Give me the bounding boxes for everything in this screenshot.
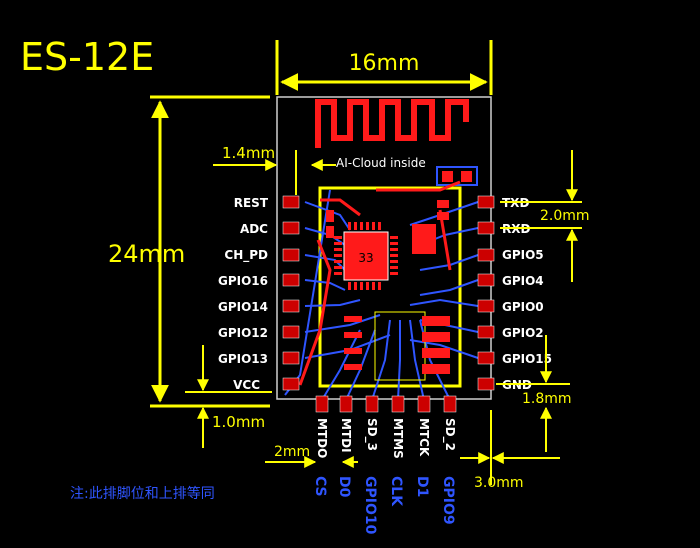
left-pin-label: ADC <box>240 222 268 236</box>
dim-right-bottom <box>496 335 570 452</box>
left-pin-label: GPIO13 <box>218 352 268 366</box>
left-pin-label: CH_PD <box>224 248 268 263</box>
smd-1 <box>326 210 334 222</box>
left-pin-label: GPIO16 <box>218 274 268 288</box>
left-pin-label: GPIO12 <box>218 326 268 340</box>
bottom-alt-label: D1 <box>414 476 430 497</box>
dim-pitch-label: 2.0mm <box>540 208 590 224</box>
module-outline <box>276 96 492 400</box>
right-pin-label: GPIO5 <box>502 248 544 262</box>
right-pin-label: GPIO15 <box>502 352 552 366</box>
bottom-alt-label: D0 <box>336 476 352 498</box>
bottom-pin-label: SD_3 <box>364 418 379 451</box>
antenna-trace <box>315 99 469 148</box>
left-pads <box>282 195 300 391</box>
ufl-outline <box>436 166 478 186</box>
dim-width <box>275 40 493 95</box>
dim-pitch <box>500 150 582 282</box>
right-pads <box>477 195 495 391</box>
crystal <box>412 224 436 254</box>
esp-chip <box>343 231 389 281</box>
dim-bottom-offset-label: 1.0mm <box>212 413 265 431</box>
dim-height <box>150 95 270 408</box>
flash-chip <box>344 311 450 381</box>
dim-bottom-offset <box>185 345 272 448</box>
chip-pins <box>334 222 398 290</box>
bottom-pin-label: MTDO <box>315 418 329 458</box>
right-pin-label: GPIO2 <box>502 326 544 340</box>
left-pin-label: REST <box>234 196 269 210</box>
left-pin-label: VCC <box>233 378 260 392</box>
bottom-pin-label: MTMS <box>391 418 405 459</box>
left-pin-label: GPIO14 <box>218 300 268 314</box>
ufl-pad-2 <box>461 171 472 182</box>
bottom-pin-label: MTDI <box>339 418 353 453</box>
smd-3 <box>437 200 449 208</box>
smd-2 <box>326 226 334 238</box>
bottom-pin-label: SD_2 <box>442 418 457 451</box>
bottom-alt-label: GPIO10 <box>362 476 378 535</box>
bottom-pin-label: MTCK <box>417 418 431 457</box>
dim-bottom-right <box>460 410 560 485</box>
right-pin-label: GPIO0 <box>502 300 544 314</box>
dim-bottom-right-label: 3.0mm <box>474 475 524 491</box>
dim-right-bottom-label: 1.8mm <box>522 391 572 407</box>
bottom-alt-label: CS <box>312 476 328 497</box>
right-pin-label: GPIO4 <box>502 274 544 288</box>
antenna-text: AI-Cloud inside <box>336 156 426 170</box>
module-title: ES-12E <box>20 35 154 79</box>
smd-4 <box>437 212 449 220</box>
dim-top-offset-label: 1.4mm <box>222 144 275 162</box>
note-text: 注:此排脚位和上排等同 <box>70 485 215 502</box>
bottom-alt-label: GPIO9 <box>440 476 456 525</box>
ufl-pad-1 <box>442 171 453 182</box>
dim-height-label: 24mm <box>108 240 185 268</box>
bottom-alt-label: CLK <box>388 476 404 507</box>
chip-label: 33 <box>358 251 373 265</box>
bottom-pads <box>315 395 457 413</box>
dim-top-offset <box>213 150 336 195</box>
dim-bottom-pitch-label: 2mm <box>274 444 310 460</box>
dim-width-label: 16mm <box>349 51 420 76</box>
